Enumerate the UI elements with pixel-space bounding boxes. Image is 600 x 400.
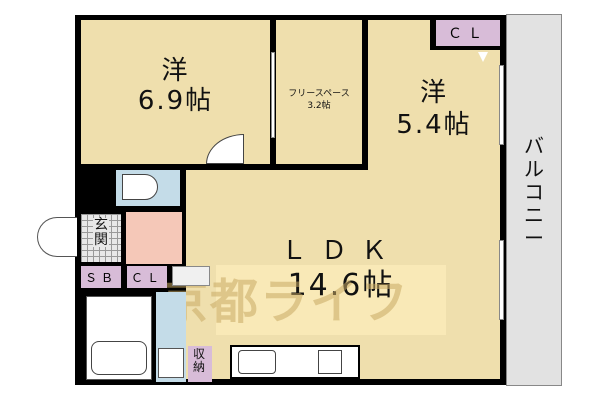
- room-western-1: 洋 6.9帖: [81, 20, 270, 164]
- room-free-space-type: フリースペース: [288, 89, 350, 99]
- balcony: バルコニー: [506, 14, 562, 386]
- sink-icon: [238, 350, 276, 374]
- storage-label: 収納: [192, 347, 205, 374]
- room-western-1-type: 洋: [161, 56, 190, 86]
- room-free-space: フリースペース 3.2帖: [276, 20, 362, 164]
- room-western-2-type: 洋: [419, 78, 448, 108]
- room-western-1-size: 6.9帖: [137, 86, 214, 116]
- shoe-box-label: ＳＢ: [84, 270, 117, 285]
- window-western-2: [499, 65, 504, 145]
- room-ldk-type: ＬＤＫ: [280, 236, 401, 266]
- closet-entrance-label: ＣＬ: [130, 270, 163, 285]
- entrance-label: 玄関: [93, 217, 109, 248]
- door-swing-icon: [206, 134, 244, 164]
- closet-entrance: ＣＬ: [127, 266, 167, 288]
- entry-door-swing-icon: [37, 217, 77, 257]
- room-ldk-size: 14.6帖: [287, 268, 395, 303]
- washbasin-icon: [172, 266, 210, 286]
- balcony-label: バルコニー: [524, 134, 544, 250]
- room-ldk: ＬＤＫ 14.6帖: [186, 170, 500, 379]
- bathroom: [86, 296, 152, 380]
- shoe-box: ＳＢ: [81, 266, 121, 288]
- toilet-room: [116, 170, 180, 206]
- washing-machine-icon: [158, 348, 184, 378]
- closet-western-2-label: ＣＬ: [448, 26, 488, 42]
- bathtub-icon: [91, 341, 147, 375]
- stove-icon: [318, 350, 342, 374]
- sliding-door: [271, 52, 275, 138]
- entrance: 玄関: [81, 214, 121, 262]
- hallway: [126, 212, 182, 264]
- toilet-icon: [122, 174, 158, 200]
- watermark-box: [216, 265, 446, 335]
- closet-western-2: ＣＬ: [436, 20, 500, 46]
- window-ldk: [499, 240, 504, 320]
- storage: 収納: [188, 346, 212, 382]
- room-free-space-size: 3.2帖: [307, 101, 331, 111]
- room-western-2-size: 5.4帖: [396, 110, 472, 140]
- closet-door-marker: [478, 52, 488, 62]
